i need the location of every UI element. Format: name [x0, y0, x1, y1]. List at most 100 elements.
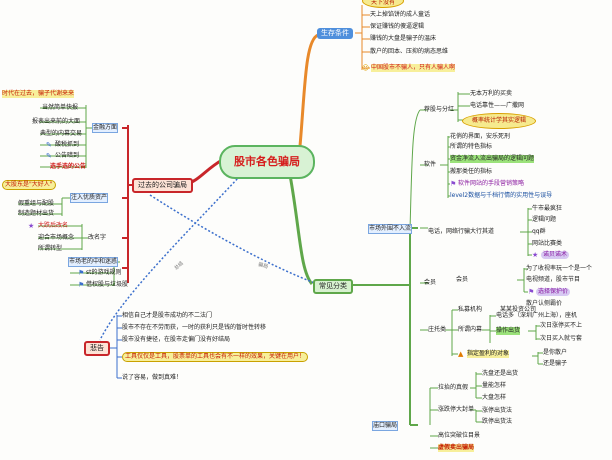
tout-item: 散户认侧霸价: [526, 300, 563, 307]
pullup-item: 大盘怎样: [482, 394, 507, 401]
flag-icon: ⚑: [78, 269, 85, 277]
software-item: 搬那类任的指标: [450, 168, 493, 175]
link-survival-items: [355, 5, 370, 70]
tout-item: 所谓内幕: [458, 326, 483, 333]
survival-item: 散户的回本、压抑的病态思维: [370, 48, 449, 55]
finance-item: 公告暗到: [55, 152, 80, 159]
phone-item: 诺贝诺术: [541, 251, 570, 259]
star-icon: ★: [532, 251, 539, 259]
finance-item: 酸税抓到: [55, 141, 80, 148]
survival-item: 天上掉馅饼的成人童话: [370, 11, 431, 18]
pencil-icon: ✎: [46, 141, 52, 149]
software-item: 资金净流入流出骗局的逻辑问题: [450, 155, 535, 163]
market-old-item: st的游戏规则: [86, 269, 122, 276]
rename-item: 迎合市场概念: [38, 234, 75, 241]
finance-item: 当然简单快报: [42, 104, 79, 111]
software-item: 花俏的界面，安乐死刑: [450, 133, 511, 140]
branch-common[interactable]: 常见分类: [313, 279, 353, 294]
phone-item: 牛市最疯狂: [532, 205, 563, 212]
tout-item: 是你散户: [543, 349, 568, 356]
group-pullup[interactable]: 拉抬的真假: [438, 384, 469, 391]
sad-item: 说了容易，做到真难！: [122, 374, 183, 381]
group-member[interactable]: 会员: [424, 279, 437, 286]
member-item: 电视频道，股市节目: [526, 276, 581, 283]
tout-item: 某某投资公司: [500, 306, 537, 313]
star-icon: ★: [28, 222, 35, 230]
smile-icon: ☺: [362, 64, 370, 72]
link-past-left: [122, 125, 135, 283]
survival-item: 保证赚钱的傻逼逻辑: [370, 23, 425, 30]
past-top-note: 时代在过去，骗子代谢来来: [2, 90, 75, 98]
software-item: level2数据与千档行情的实用性与误导: [450, 192, 553, 199]
warning-icon: ▲: [458, 350, 464, 358]
recommend-item: 无本万利的买卖: [470, 90, 513, 97]
finance-item: 选手选的公告: [50, 163, 87, 170]
top-cut-ellipse: 天下没有: [362, 0, 404, 8]
sad-item: 工具仅仅是工具，股票单的工具也会有不一样的效果，关键在用户！: [122, 352, 309, 362]
bottom-item: 高位突破位目景: [438, 432, 481, 439]
group-assets[interactable]: 注入优质资产: [70, 193, 109, 203]
software-item: 所谓的特色指标: [450, 143, 493, 150]
tout-item: 操作出货: [496, 327, 521, 335]
finance-item: 报表出来前的大面: [32, 118, 81, 125]
flag-icon: ⚑: [450, 180, 457, 188]
tag-left: 总结: [173, 260, 185, 272]
recommend-item: 电话靠性——广撒网: [470, 102, 525, 109]
group-finance[interactable]: 金融方面: [92, 123, 119, 133]
link-groupB: [440, 136, 450, 198]
branch-sad[interactable]: 悲告: [84, 341, 110, 356]
tout-item: 次日涨停买不上: [540, 322, 583, 329]
tout-item: 次日买入就亏套: [540, 335, 583, 342]
rename-item: 大跌后改名: [38, 222, 69, 229]
flag-icon: ⚑: [528, 288, 535, 296]
pullup-item: 量能怎样: [482, 382, 507, 389]
assets-item: 假重组与配股: [18, 200, 55, 207]
branch-past[interactable]: 过去的公司骗局: [132, 178, 193, 193]
phone-item: 网站比赛类: [532, 240, 563, 247]
tv-channel: 会员: [456, 276, 469, 283]
branch-survival[interactable]: 生存条件: [317, 28, 353, 39]
tout-item: 还是骗子: [543, 360, 568, 367]
phone-item: qq群: [532, 228, 546, 235]
sad-item: 股市没有捷径，在股市走偏门没有好结局: [122, 336, 231, 343]
link-root-common: [288, 174, 314, 285]
limit-item: 跌停出货法: [482, 418, 513, 425]
rename-item: 所谓转型: [38, 245, 63, 252]
pullup-item: 洗盘还是出货: [482, 370, 519, 377]
common-sub-outer[interactable]: 市场外围不入流: [368, 224, 413, 234]
group-phone[interactable]: 电话，网络行骗大行其道: [428, 228, 495, 235]
recommend-ellipse: 概率统计学其实逻辑: [462, 113, 536, 129]
finance-item: 典型的内幕交易: [40, 130, 83, 137]
tout-item: 指定盈利的对象: [467, 350, 510, 358]
group-tout[interactable]: 庄托类: [428, 326, 447, 333]
group-recommend[interactable]: 荐股与分红: [424, 106, 455, 113]
group-rename[interactable]: 改名字: [88, 234, 107, 241]
member-item: 为了收视率玩一个是一个: [526, 265, 593, 272]
group-market-old[interactable]: 市场老的中和迷惑: [68, 257, 119, 267]
group-limit-order[interactable]: 涨跌停大封单: [438, 406, 475, 413]
link-common-left: [318, 227, 418, 426]
sad-item: 股市不存在不劳而获，一时的获利只是钱的暂时性转移: [122, 324, 267, 331]
market-old-item: 借权股与垃圾股: [86, 281, 129, 288]
link-groupC: [520, 208, 532, 256]
limit-item: 涨停出货法: [482, 407, 513, 414]
software-item: 软件网站的手段营销策略: [458, 180, 525, 187]
root-node[interactable]: 股市各色骗局: [219, 145, 315, 179]
tout-item: 私募机构: [458, 306, 483, 313]
pencil-icon: ✎: [46, 152, 52, 160]
link-common-spine: [409, 109, 428, 331]
survival-item: 中国股市不骗人，只有人骗人啊: [371, 64, 456, 72]
bottom-item: 虚假卖出骗局: [438, 444, 475, 452]
tout-item: 电话多（深圳广州上海），座机: [496, 312, 578, 319]
survival-item: 赚钱的大盘是骗子的温床: [370, 35, 437, 42]
sad-item: 相信自己才是股市成功的不二法门: [122, 312, 213, 319]
link-root-survival: [298, 33, 319, 147]
group-software[interactable]: 软件: [424, 161, 437, 168]
dahu-bubble: 大股东是"大好人": [2, 180, 56, 190]
flag-icon: ⚑: [78, 281, 85, 289]
link-sad-items: [110, 315, 122, 379]
assets-item: 制造题材出货: [18, 210, 55, 217]
member-item: 选择保护价: [536, 288, 571, 296]
common-sub-bottom[interactable]: 庙口骗局: [372, 421, 399, 431]
